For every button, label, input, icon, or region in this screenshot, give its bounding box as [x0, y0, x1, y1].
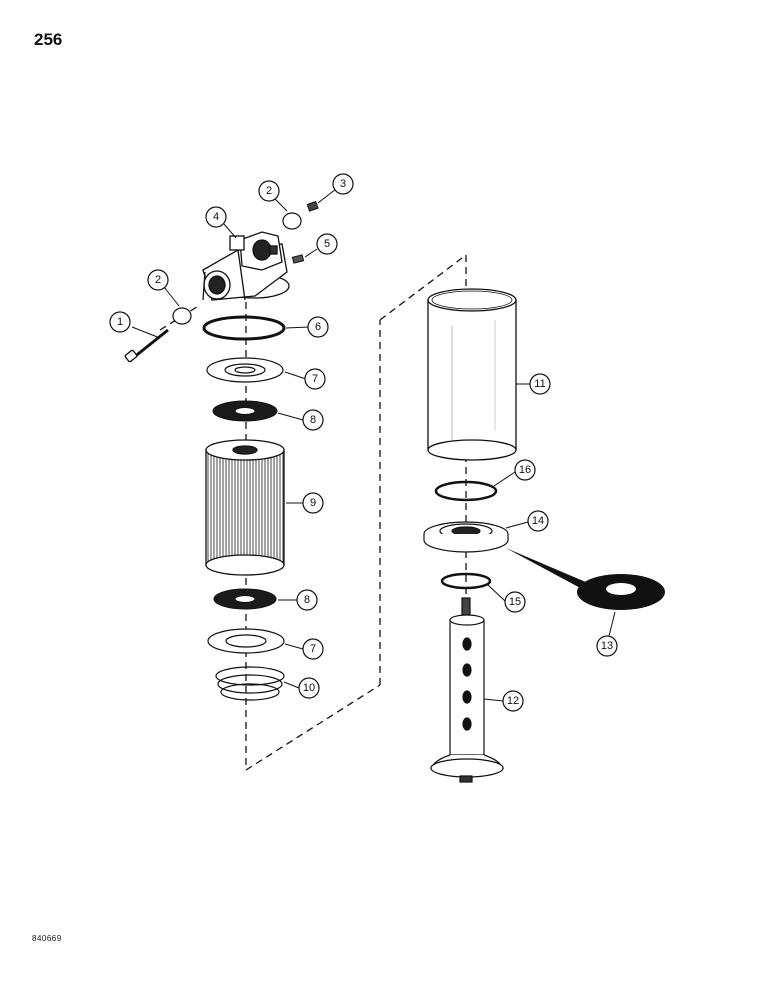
svg-text:8: 8	[310, 414, 316, 426]
part-bolt	[124, 328, 169, 363]
svg-text:7: 7	[312, 373, 318, 385]
svg-text:15: 15	[509, 596, 521, 608]
part-spring	[215, 666, 285, 701]
svg-text:16: 16	[519, 464, 531, 476]
page-number: 256	[34, 30, 63, 49]
callout-13: 13	[596, 635, 618, 657]
svg-text:8: 8	[304, 594, 310, 606]
document-code: 840669	[32, 934, 62, 943]
callout-16: 16	[514, 459, 536, 481]
svg-text:7: 7	[310, 643, 316, 655]
callout-7-upper: 7	[304, 368, 326, 390]
part-seal-8-lower	[213, 588, 277, 610]
svg-text:9: 9	[310, 497, 316, 509]
callout-3: 3	[332, 173, 354, 195]
callout-6: 6	[307, 316, 329, 338]
leader-lines	[131, 188, 616, 702]
callout-10: 10	[298, 677, 320, 699]
callout-1: 1	[109, 311, 131, 333]
svg-text:5: 5	[324, 238, 330, 250]
part-retainer	[423, 521, 509, 553]
svg-text:4: 4	[213, 211, 219, 223]
part-o-ring-15	[440, 572, 492, 590]
svg-text:2: 2	[155, 274, 161, 286]
callout-4: 4	[205, 206, 227, 228]
callout-8-upper: 8	[302, 409, 324, 431]
part-ring-16	[434, 480, 498, 502]
part-washer-7-lower	[207, 628, 285, 654]
svg-text:2: 2	[266, 185, 272, 197]
callout-5: 5	[316, 233, 338, 255]
callout-2-upper: 2	[258, 180, 280, 202]
callout-11: 11	[529, 373, 551, 395]
callout-14: 14	[527, 510, 549, 532]
svg-text:10: 10	[303, 682, 315, 694]
svg-text:6: 6	[315, 321, 321, 333]
svg-text:1: 1	[117, 316, 123, 328]
callout-2-lower: 2	[147, 269, 169, 291]
svg-text:12: 12	[507, 695, 519, 707]
part-washer-7-upper	[206, 357, 284, 383]
callout-7-lower: 7	[302, 638, 324, 660]
svg-text:3: 3	[340, 178, 346, 190]
part-ball-upper	[282, 212, 302, 230]
part-plug-5	[291, 254, 305, 264]
part-o-ring-6	[202, 315, 286, 341]
part-bowl	[427, 288, 517, 461]
part-center-tube	[430, 597, 504, 783]
part-ball-lower	[172, 307, 192, 325]
callout-9: 9	[302, 492, 324, 514]
callout-8-lower: 8	[296, 589, 318, 611]
callout-15: 15	[504, 591, 526, 613]
part-filter-head	[202, 231, 290, 301]
svg-text:14: 14	[532, 515, 544, 527]
callout-12: 12	[502, 690, 524, 712]
svg-text:13: 13	[601, 640, 613, 652]
part-washer-13	[506, 548, 665, 610]
svg-text:11: 11	[534, 378, 545, 390]
part-plug-3	[306, 200, 319, 212]
part-filter-element	[205, 439, 285, 576]
part-seal-8-upper	[212, 400, 278, 422]
